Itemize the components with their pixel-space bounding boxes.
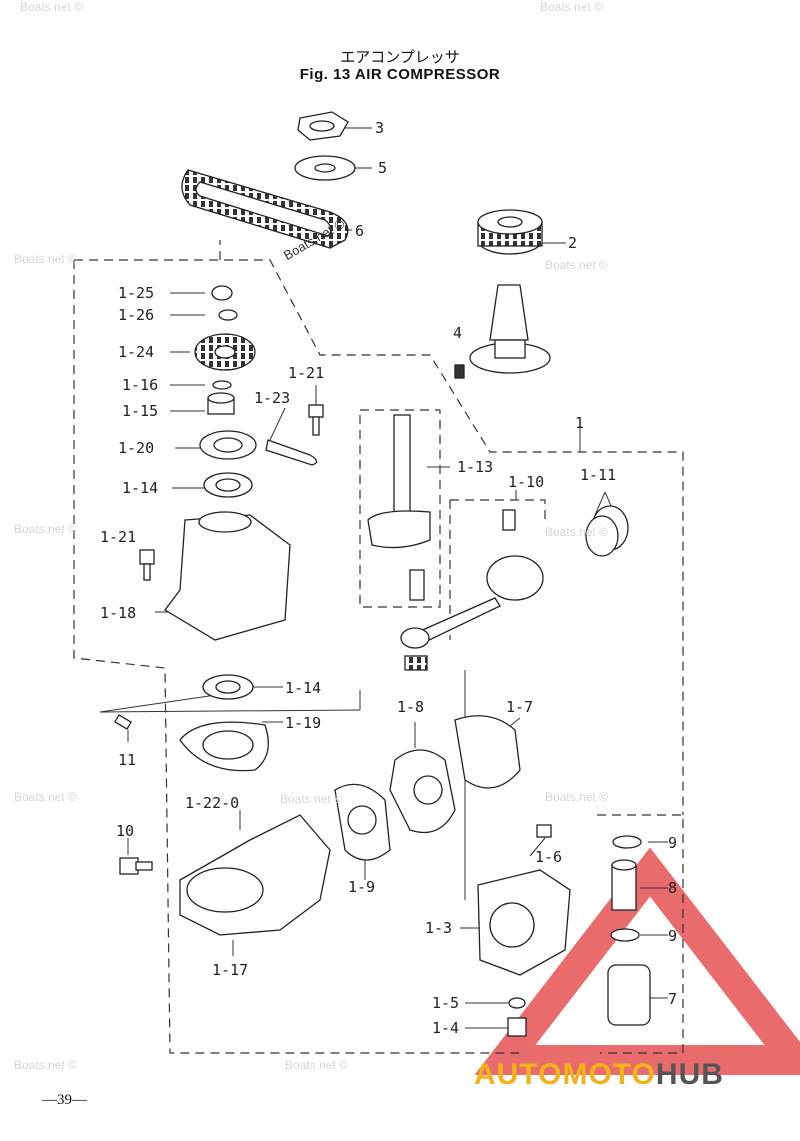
watermark: Boats.net © [14, 1058, 77, 1072]
part-piston-pin [502, 509, 516, 531]
figure-title: Fig. 13 AIR COMPRESSOR [299, 66, 501, 83]
part-label: 1-6 [535, 848, 562, 866]
part-bolt-10 [119, 857, 139, 875]
part-bolt-1-21 [308, 404, 324, 418]
part-label: 1-22-0 [185, 794, 239, 812]
part-washer-1-26 [218, 309, 238, 321]
part-cylinder-block-1-18 [164, 514, 291, 641]
part-label: 1-3 [425, 919, 452, 937]
part-pin-11 [114, 714, 132, 730]
part-label: 5 [378, 159, 387, 177]
watermark: Boats.net © [280, 792, 343, 806]
watermark: Boats.net © [545, 790, 608, 804]
part-shaft-housing [489, 284, 529, 341]
page-number: —39— [42, 1092, 87, 1108]
brand-logo-text: AUTOMOTOHUB [474, 1058, 724, 1092]
brand-part-1: AUTOMOTO [474, 1058, 656, 1091]
part-gasket-1-7 [454, 715, 521, 789]
part-connecting-rod [417, 597, 501, 643]
part-label: 10 [116, 822, 134, 840]
part-crankshaft [393, 414, 411, 516]
part-label: 1-25 [118, 284, 154, 302]
part-label: 7 [668, 990, 677, 1008]
part-label: 11 [118, 751, 136, 769]
part-label: 1-5 [432, 994, 459, 1012]
part-label: 1-10 [508, 473, 544, 491]
part-nut-1-25 [211, 285, 233, 301]
part-label: 9 [668, 927, 677, 945]
part-label: 1-18 [100, 604, 136, 622]
part-label: 4 [453, 324, 462, 342]
part-washer-1-5 [508, 997, 526, 1009]
watermark: Boats.net © [285, 1058, 348, 1072]
part-label: 1-8 [397, 698, 424, 716]
part-label: 8 [668, 879, 677, 897]
part-label: 1-20 [118, 439, 154, 457]
part-label: 1-4 [432, 1019, 459, 1037]
brand-part-2: HUB [655, 1058, 724, 1091]
watermark: Boats.net © [20, 0, 83, 14]
part-label: 1-9 [348, 878, 375, 896]
watermark: Boats.net © [540, 0, 603, 14]
assembly-group-outlines [73, 240, 684, 1054]
part-label: 1-14 [285, 679, 321, 697]
part-label: 1-17 [212, 961, 248, 979]
part-fitting-1-4 [507, 1017, 527, 1037]
part-hose-8 [611, 864, 637, 911]
part-ring-1-16 [212, 380, 232, 390]
part-label: 1 [575, 414, 584, 432]
part-piston [486, 555, 544, 601]
part-key [454, 364, 465, 379]
brand-triangle-logo [474, 847, 800, 1075]
part-bolt-1-6 [536, 824, 552, 838]
part-label: 1-14 [122, 479, 158, 497]
part-label: 1-21 [100, 528, 136, 546]
part-label: 1-24 [118, 343, 154, 361]
part-label: 1-26 [118, 306, 154, 324]
part-label: 1-21 [288, 364, 324, 382]
part-label: 6 [355, 222, 364, 240]
part-label: 1-16 [122, 376, 158, 394]
part-label: 1-15 [122, 402, 158, 420]
part-clip-9b [610, 928, 640, 942]
watermark: Boats.net © [545, 525, 608, 539]
part-label: 1-19 [285, 714, 321, 732]
part-bracket-1-23 [265, 439, 318, 466]
part-label: 1-7 [506, 698, 533, 716]
part-clip-9 [612, 835, 642, 849]
part-label: 2 [568, 234, 577, 252]
part-label: 9 [668, 834, 677, 852]
part-label: 1-13 [457, 458, 493, 476]
part-bolt-1-21b [139, 549, 155, 565]
part-drawings [114, 111, 651, 1037]
watermark: Boats.net © [14, 790, 77, 804]
watermark: Boats.net © [545, 258, 608, 272]
watermark: Boats.net © [14, 522, 77, 536]
part-filter-7 [607, 964, 651, 1026]
figure-title-japanese: エアコンプレッサ [340, 48, 460, 66]
part-label: 1-11 [580, 466, 616, 484]
part-label: 3 [375, 119, 384, 137]
watermark: Boats.net © [14, 252, 77, 266]
part-labels: 3 5 6 2 4 1 1-25 1-26 1-24 1-16 1-15 1-20 1-14 1-23 1-… [100, 119, 677, 1037]
part-label: 1-23 [254, 389, 290, 407]
